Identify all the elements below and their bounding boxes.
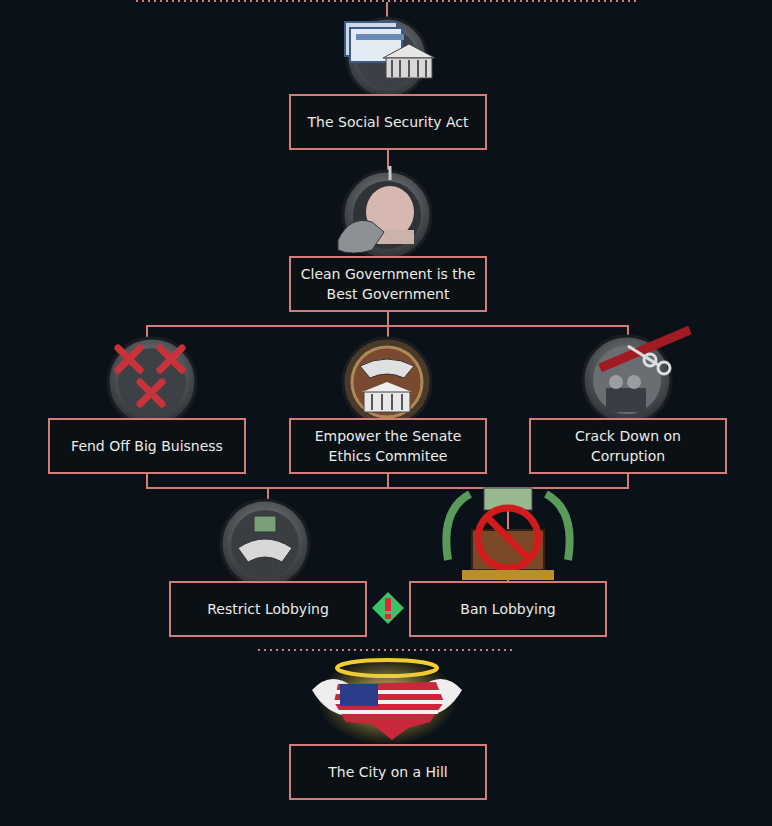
focus-icon [221, 500, 309, 588]
dotted-line [136, 0, 636, 2]
connector [268, 474, 628, 581]
focus-box: Clean Government is the Best Government [289, 256, 487, 312]
focus-label: Crack Down on Corruption [539, 426, 717, 466]
focus-label: The Social Security Act [308, 112, 469, 132]
focus-box: The Social Security Act [289, 94, 487, 150]
focus-label: Ban Lobbying [460, 599, 555, 619]
connector [147, 474, 508, 581]
focus-label: Restrict Lobbying [207, 599, 329, 619]
focus-label: Empower the Senate Ethics Commitee [299, 426, 477, 466]
focus-icon [108, 338, 196, 426]
focus-label: The City on a Hill [328, 762, 448, 782]
focus-box: Crack Down on Corruption [529, 418, 727, 474]
focus-box: The City on a Hill [289, 744, 487, 800]
focus-label: Fend Off Big Buisness [71, 436, 223, 456]
focus-icon [338, 166, 431, 259]
focus-box: Ban Lobbying [409, 581, 607, 637]
focus-icon [345, 18, 435, 98]
focus-icon [312, 655, 462, 745]
focus-label: Clean Government is the Best Government [299, 264, 477, 304]
dotted-line [258, 649, 516, 651]
focus-icon [583, 330, 690, 424]
focus-box: Empower the Senate Ethics Commitee [289, 418, 487, 474]
focus-box: Fend Off Big Buisness [48, 418, 246, 474]
focus-box: Restrict Lobbying [169, 581, 367, 637]
focus-icon [343, 338, 431, 426]
focus-icon [446, 488, 569, 580]
mutual-exclusion-icon [372, 592, 404, 624]
